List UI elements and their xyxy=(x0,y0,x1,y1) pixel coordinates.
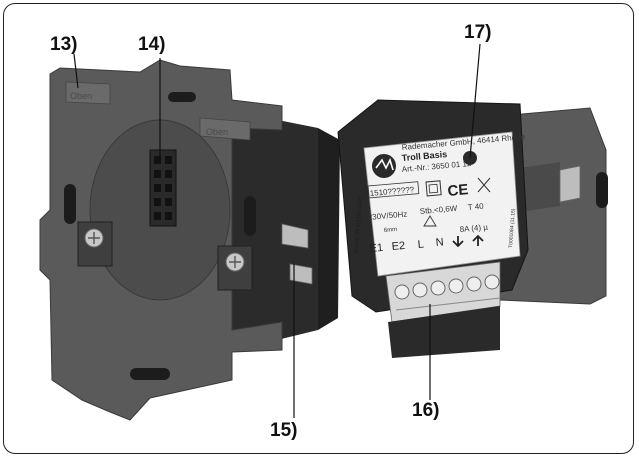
terminal-e2: E2 xyxy=(391,240,405,253)
oben-left-text: Oben xyxy=(70,91,92,101)
connector-socket xyxy=(149,149,177,227)
callout-15: 15) xyxy=(270,420,298,441)
strip-length: 6mm xyxy=(384,227,398,234)
relay-rating: 8A (4) µ xyxy=(459,223,488,234)
callout-14: 14) xyxy=(138,34,166,55)
right-module: Rademacher GmbH, 46414 Rhede Troll Basis… xyxy=(337,99,608,358)
terminal-n: N xyxy=(435,236,444,249)
callout-16: 16) xyxy=(412,400,440,421)
callout-17: 17) xyxy=(464,22,492,43)
terminal-block xyxy=(385,261,501,358)
callout-13: 13) xyxy=(50,34,78,55)
standby-text: Stb.<0,6W xyxy=(419,204,458,216)
temp-rating: T 40 xyxy=(467,202,484,212)
up-arrow-icon xyxy=(472,234,484,246)
terminal-l: L xyxy=(417,239,424,251)
down-arrow-icon xyxy=(452,236,464,248)
product-name: Troll Basis xyxy=(401,149,447,163)
voltage-text: 230V/50Hz xyxy=(367,210,407,222)
spring-clip xyxy=(281,223,313,285)
serial-number: 1510?????? xyxy=(369,185,415,198)
left-module: Oben Oben xyxy=(39,59,340,421)
ce-mark: CE xyxy=(447,181,469,200)
figure-frame xyxy=(3,3,634,454)
leader-lines xyxy=(73,43,481,418)
made-in-text: MADE IN GERMANY xyxy=(354,196,364,254)
warning-icon xyxy=(423,215,437,227)
oben-right-text: Oben xyxy=(206,127,228,137)
terminal-e1: E1 xyxy=(369,242,383,255)
code-text: T0001084 (11.15) xyxy=(508,208,517,248)
weee-icon xyxy=(477,177,491,193)
